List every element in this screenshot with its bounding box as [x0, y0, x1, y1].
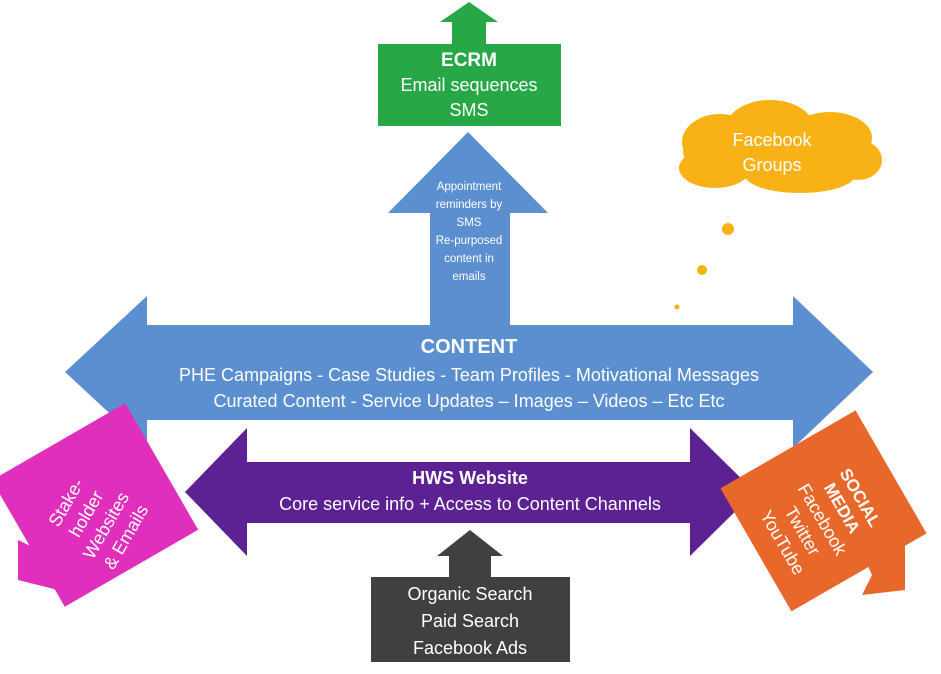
search-up-arrow: [437, 530, 503, 580]
appointment-line-2: reminders by: [436, 199, 503, 211]
appointment-line-6: emails: [452, 271, 485, 283]
search-box: [371, 577, 570, 662]
thought-bubble-small: [674, 304, 680, 310]
ecrm-up-arrow: [440, 2, 498, 44]
search-line-3: Facebook Ads: [413, 638, 527, 658]
content-double-arrow: [65, 296, 873, 448]
search-line-2: Paid Search: [421, 611, 519, 631]
ecrm-title: ECRM: [441, 50, 497, 71]
ecrm-line-1: Email sequences: [400, 75, 537, 95]
appointment-line-5: content in: [444, 253, 494, 265]
ecrm-line-2: SMS: [449, 100, 488, 120]
content-line-2: Curated Content - Service Updates – Imag…: [214, 391, 725, 411]
facebook-groups-line-1: Facebook: [732, 130, 812, 150]
appointment-line-3: SMS: [457, 217, 482, 229]
thought-bubble-medium: [697, 265, 707, 275]
facebook-groups-cloud: [679, 100, 882, 193]
stakeholder-arrow-head: [18, 540, 60, 590]
search-line-1: Organic Search: [407, 584, 532, 604]
ecrm-box: [378, 44, 561, 126]
appointment-line-4: Re-purposed: [436, 235, 502, 247]
hws-title: HWS Website: [412, 468, 528, 488]
appointment-line-1: Appointment: [437, 181, 502, 193]
hws-double-arrow: [185, 428, 755, 556]
content-to-ecrm-arrow: [388, 132, 548, 330]
hws-line-1: Core service info + Access to Content Ch…: [279, 494, 661, 514]
thought-bubble-large: [722, 223, 734, 235]
social-arrow-head: [860, 535, 905, 595]
facebook-groups-line-2: Groups: [742, 155, 801, 175]
content-line-1: PHE Campaigns - Case Studies - Team Prof…: [179, 365, 759, 385]
content-title: CONTENT: [421, 336, 518, 358]
